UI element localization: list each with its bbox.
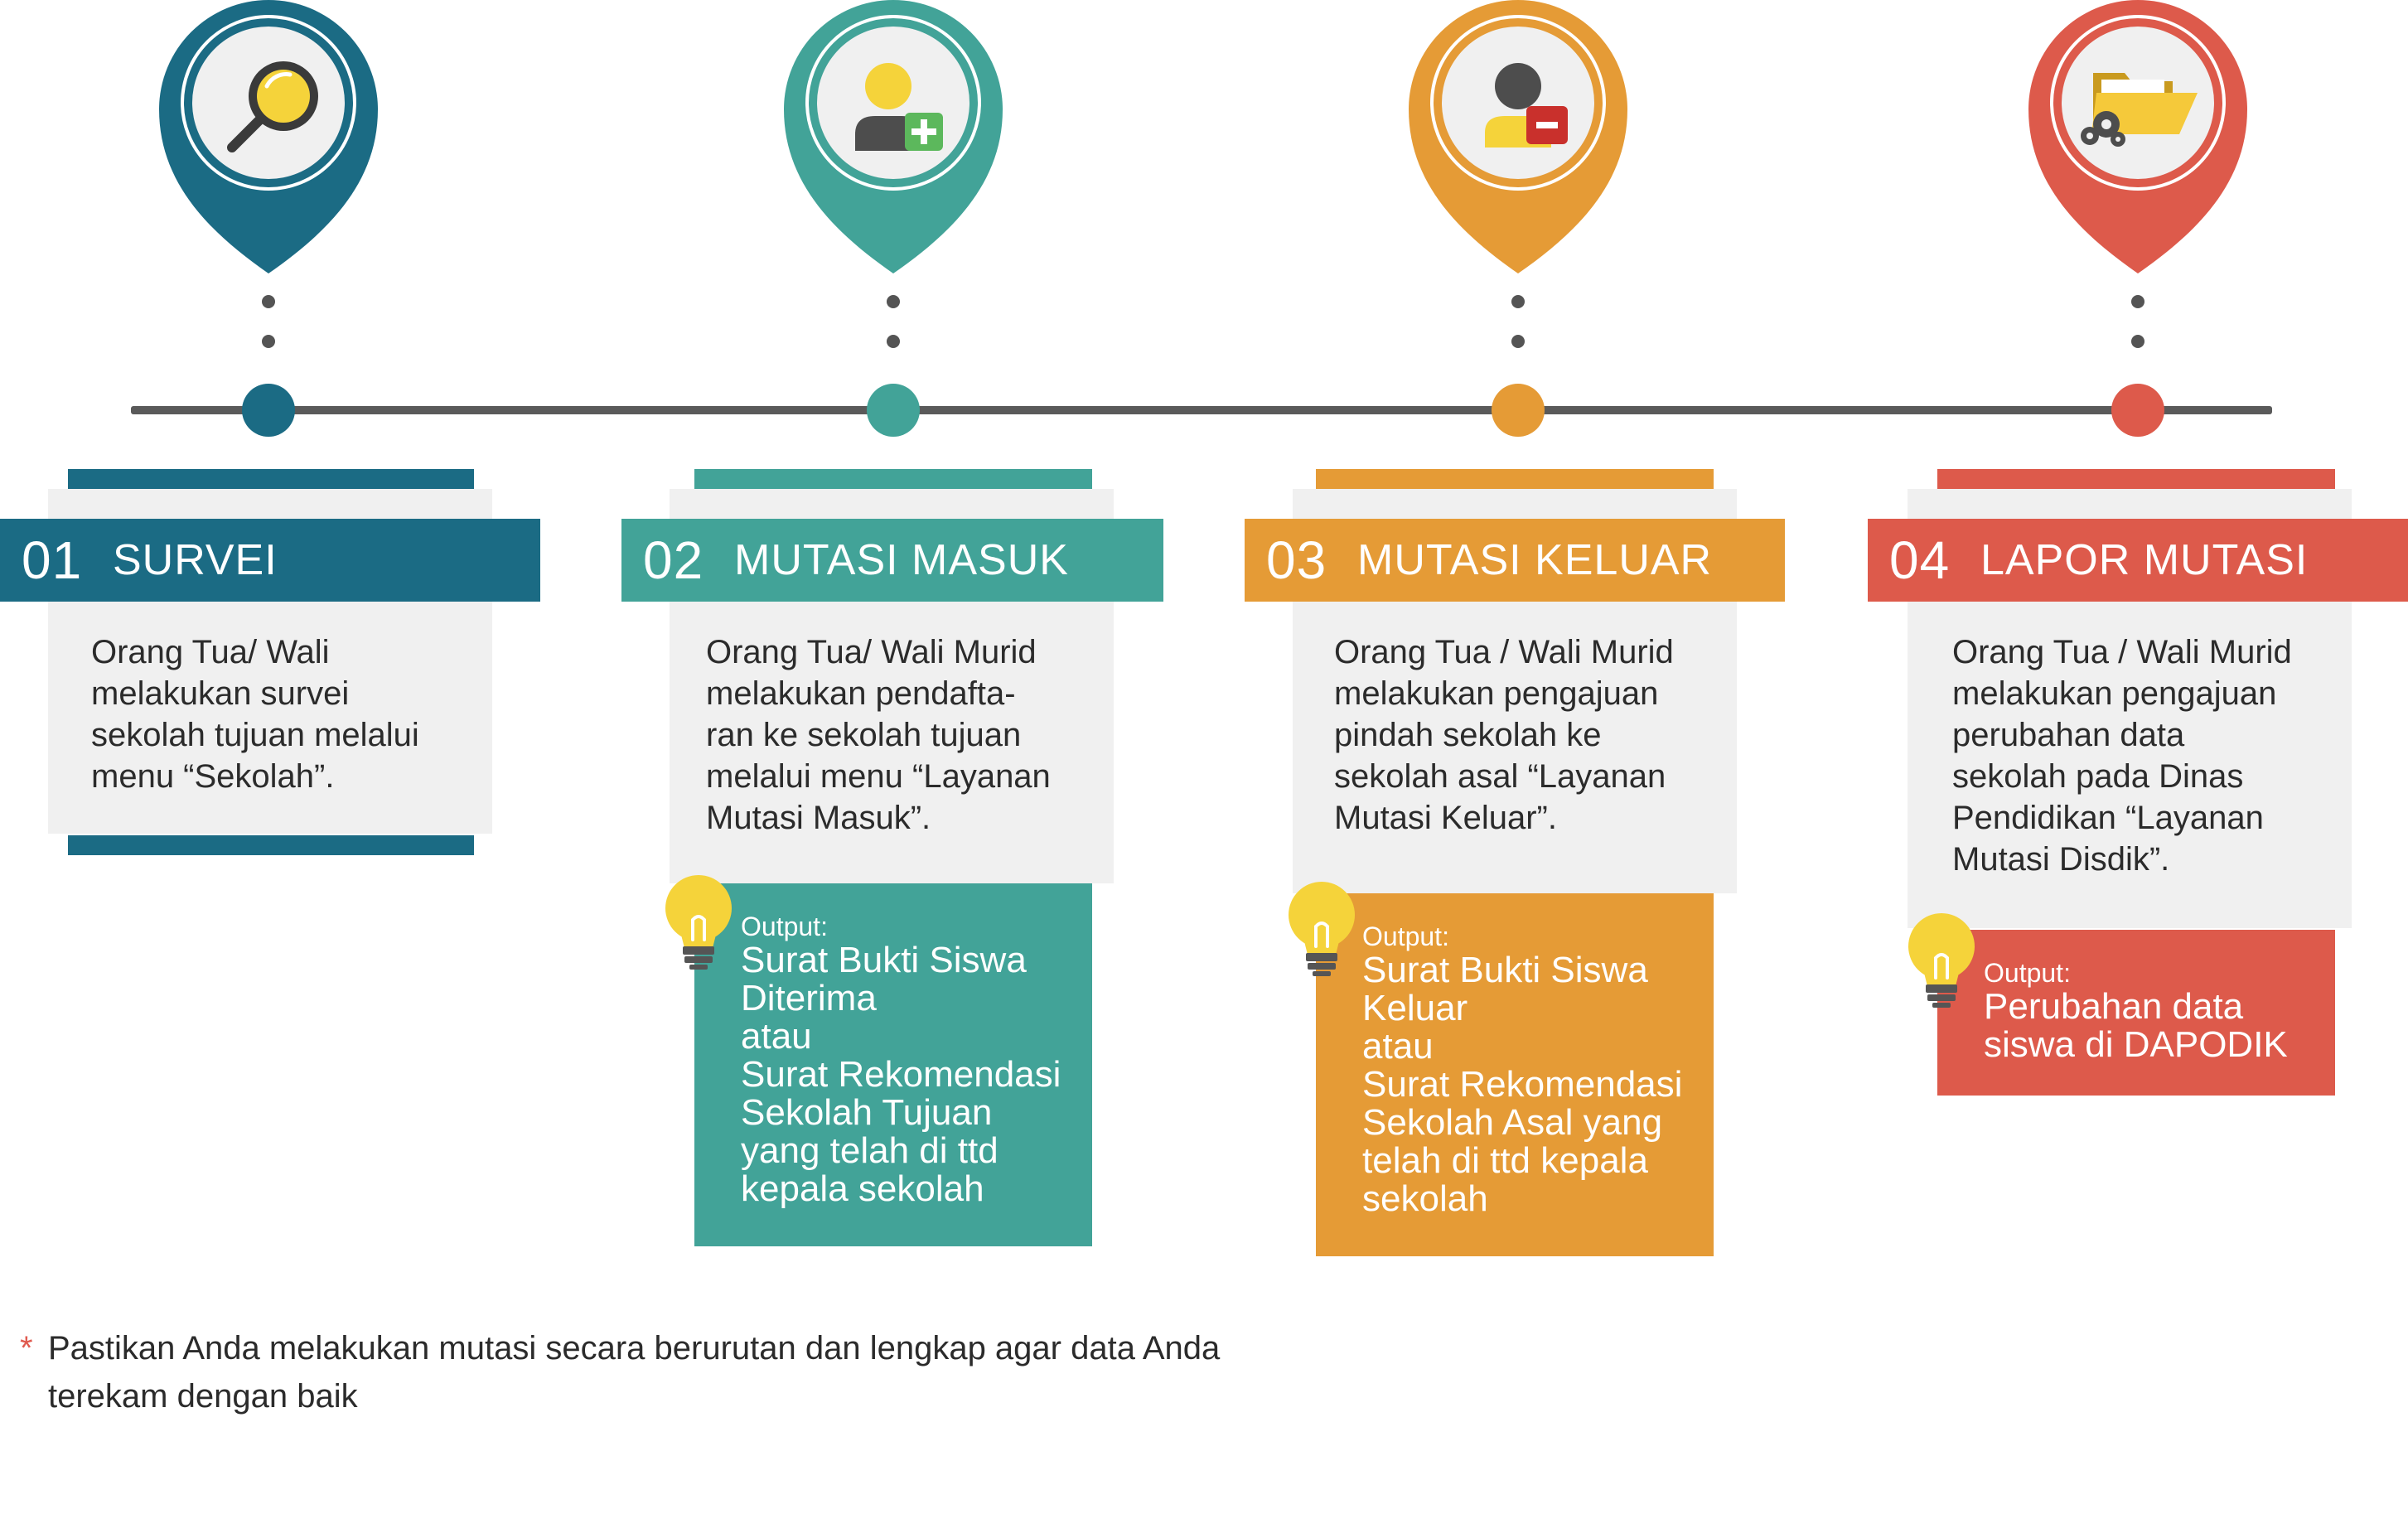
step-4-output-label: Output:: [1984, 958, 2071, 988]
step-3-output-text: Surat Bukti Siswa Keluar atau Surat Reko…: [1362, 950, 1683, 1219]
step-1-title: SURVEI: [113, 536, 278, 584]
step-3-connector-dot: [1511, 335, 1525, 348]
step-1-number: 01: [22, 530, 83, 590]
step-4-output-box: Output: Perubahan data siswa di DAPODIK: [1937, 930, 2335, 1096]
step-3-connector-dot: [1511, 295, 1525, 308]
user-add-icon: [847, 58, 955, 157]
step-4-node: [2111, 384, 2164, 437]
step-2-lightbulb-icon: [663, 873, 734, 971]
step-4-connector-dot: [2131, 335, 2144, 348]
step-3-output-label: Output:: [1362, 921, 1449, 951]
step-2-header: 02 MUTASI MASUK: [621, 519, 1163, 602]
step-2-title: MUTASI MASUK: [734, 536, 1069, 584]
step-2-output-text: Surat Bukti Siswa Diterima atau Surat Re…: [741, 940, 1061, 1209]
step-3-header: 03 MUTASI KELUAR: [1245, 519, 1785, 602]
step-3-number: 03: [1266, 530, 1327, 590]
step-1-description: Orang Tua/ Wali melakukan survei sekolah…: [91, 634, 419, 795]
timeline-line: [131, 406, 2272, 414]
step-3-description: Orang Tua / Wali Murid melakukan pengaju…: [1334, 634, 1674, 836]
step-3-output-box: Output: Surat Bukti Siswa Keluar atau Su…: [1316, 893, 1714, 1256]
step-1-connector-dot: [262, 295, 275, 308]
step-1-connector-dot: [262, 335, 275, 348]
step-1-node: [242, 384, 295, 437]
step-3-top-bar: [1316, 469, 1714, 489]
footnote-text: Pastikan Anda melakukan mutasi secara be…: [48, 1330, 1221, 1415]
magnifier-icon: [217, 50, 325, 157]
step-2-connector-dot: [887, 335, 900, 348]
step-4-lightbulb-icon: [1906, 912, 1977, 1009]
folder-gears-icon: [2077, 63, 2201, 149]
step-1-bottom-bar: [68, 835, 474, 855]
step-1-header: 01 SURVEI: [0, 519, 540, 602]
step-2-node: [867, 384, 920, 437]
step-2-description: Orang Tua/ Wali Murid melakukan pendafta…: [706, 634, 1051, 836]
step-2-top-bar: [694, 469, 1092, 489]
step-2-connector-dot: [887, 295, 900, 308]
user-remove-icon: [1472, 58, 1579, 157]
step-4-number: 04: [1889, 530, 1951, 590]
step-4-top-bar: [1937, 469, 2335, 489]
step-4-output-text: Perubahan data siswa di DAPODIK: [1984, 986, 2288, 1065]
step-2-output-label: Output:: [741, 912, 828, 941]
step-3-lightbulb-icon: [1286, 880, 1357, 978]
step-2-output-box: Output: Surat Bukti Siswa Diterima atau …: [694, 883, 1092, 1246]
step-4-connector-dot: [2131, 295, 2144, 308]
step-1-top-bar: [68, 469, 474, 489]
step-4-title: LAPOR MUTASI: [1980, 536, 2309, 584]
step-3-title: MUTASI KELUAR: [1357, 536, 1713, 584]
step-2-number: 02: [643, 530, 704, 590]
step-4-description: Orang Tua / Wali Murid melakukan pengaju…: [1952, 634, 2292, 878]
step-3-node: [1492, 384, 1545, 437]
step-4-header: 04 LAPOR MUTASI: [1868, 519, 2408, 602]
footnote-asterisk: *: [20, 1330, 33, 1366]
